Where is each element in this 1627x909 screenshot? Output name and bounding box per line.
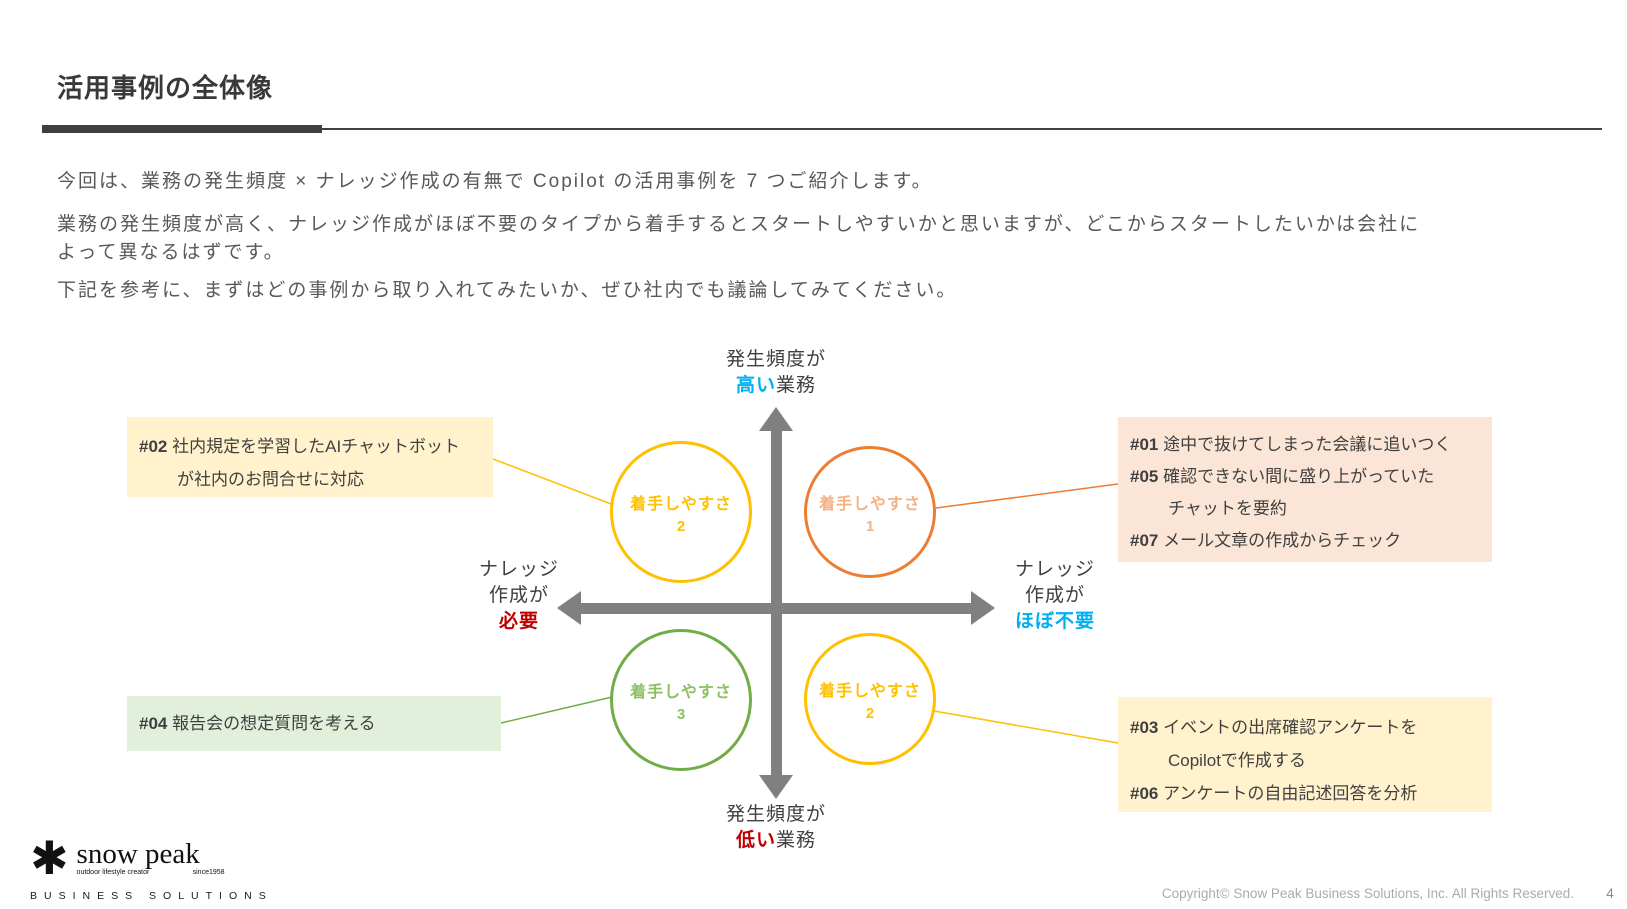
case-text: イベントの出席確認アンケートを — [1163, 718, 1418, 737]
arrow-down-icon — [759, 775, 793, 799]
axis-label-knowledge-not-required: ナレッジ 作成が ほぼ不要 — [990, 557, 1120, 635]
copyright-text: Copyright© Snow Peak Business Solutions,… — [1161, 886, 1574, 901]
case-text: 報告会の想定質問を考える — [172, 714, 376, 733]
connector-top-right — [935, 483, 1119, 509]
title-underline — [42, 125, 1602, 133]
axis-top-prefix: 発生頻度が — [725, 349, 826, 370]
ease-circle-top-right: 着手しやすさ 1 — [804, 446, 936, 578]
axis-bottom-suffix: 業務 — [776, 830, 817, 851]
title-underline-thick — [42, 125, 322, 133]
callout-bottom-left: #04 報告会の想定質問を考える — [127, 696, 501, 751]
ease-circle-label: 着手しやすさ — [630, 683, 732, 701]
callout-row-continuation: が社内のお問合せに対応 — [139, 463, 481, 496]
brand-tagline: outdoor lifestyle creator — [76, 869, 150, 876]
axis-left-line2: 作成が — [488, 585, 549, 606]
brand-subrow: outdoor lifestyle creator since1958 — [77, 869, 225, 876]
callout-row: #06 アンケートの自由記述回答を分析 — [1130, 777, 1482, 810]
case-text: メール文章の作成からチェック — [1163, 531, 1402, 550]
division-label: BUSINESS SOLUTIONS — [30, 890, 273, 902]
title-underline-thin — [42, 128, 1602, 130]
connector-bottom-left — [500, 696, 613, 724]
callout-row: #02 社内規定を学習したAIチャットボット — [139, 430, 481, 463]
snowpeak-logo: ✱ snow peak outdoor lifestyle creator si… — [30, 831, 225, 885]
page-number: 4 — [1606, 886, 1614, 901]
case-text: Copilotで作成する — [1168, 751, 1306, 770]
ease-circle-score: 3 — [676, 705, 686, 723]
axis-top-highlight: 高い — [735, 375, 776, 396]
ease-circle-label: 着手しやすさ — [819, 495, 921, 513]
case-tag: #02 — [139, 437, 168, 456]
callout-row: #04 報告会の想定質問を考える — [139, 707, 376, 740]
arrow-right-icon — [971, 591, 995, 625]
ease-circle-bottom-right: 着手しやすさ 2 — [804, 633, 936, 765]
axis-bottom-prefix: 発生頻度が — [725, 804, 826, 825]
ease-circle-score: 1 — [865, 517, 875, 535]
connector-bottom-right — [933, 710, 1119, 744]
axis-right-line2: 作成が — [1024, 585, 1085, 606]
ease-circle-bottom-left: 着手しやすさ 3 — [610, 629, 752, 771]
page-title: 活用事例の全体像 — [57, 73, 274, 103]
axis-label-frequency-high: 発生頻度が 高い業務 — [696, 347, 856, 399]
case-tag: #05 — [1130, 467, 1159, 486]
intro-paragraph-3: 下記を参考に、まずはどの事例から取り入れてみたいか、ぜひ社内でも議論してみてくだ… — [57, 280, 958, 301]
callout-top-left: #02 社内規定を学習したAIチャットボット が社内のお問合せに対応 — [127, 417, 493, 497]
axis-label-frequency-low: 発生頻度が 低い業務 — [696, 802, 856, 854]
axis-arrow-horizontal — [580, 603, 972, 614]
ease-circle-label: 着手しやすさ — [819, 682, 921, 700]
arrow-left-icon — [557, 591, 581, 625]
arrow-up-icon — [759, 407, 793, 431]
case-text: 社内規定を学習したAIチャットボット — [172, 437, 461, 456]
callout-row-continuation: チャットを要約 — [1130, 493, 1482, 525]
brand-since: since1958 — [192, 869, 225, 876]
case-tag: #04 — [139, 714, 168, 733]
callout-row: #01 途中で抜けてしまった会議に追いつく — [1130, 429, 1482, 461]
callout-bottom-right: #03 イベントの出席確認アンケートを Copilotで作成する #06 アンケ… — [1118, 697, 1492, 812]
callout-top-right: #01 途中で抜けてしまった会議に追いつく #05 確認できない間に盛り上がって… — [1118, 417, 1492, 562]
ease-circle-score: 2 — [865, 704, 875, 722]
axis-label-knowledge-required: ナレッジ 作成が 必要 — [454, 557, 584, 635]
case-text: が社内のお問合せに対応 — [177, 470, 364, 489]
intro-paragraph-2: 業務の発生頻度が高く、ナレッジ作成がほぼ不要のタイプから着手するとスタートしやす… — [57, 214, 1421, 263]
brand-name: snow peak — [76, 838, 200, 870]
ease-circle-top-left: 着手しやすさ 2 — [610, 441, 752, 583]
case-text: チャットを要約 — [1168, 499, 1287, 518]
axis-left-highlight: 必要 — [498, 611, 539, 632]
case-text: 途中で抜けてしまった会議に追いつく — [1163, 435, 1452, 454]
case-tag: #06 — [1130, 784, 1159, 803]
case-tag: #03 — [1130, 718, 1159, 737]
intro-paragraph-1: 今回は、業務の発生頻度 × ナレッジ作成の有無で Copilot の活用事例を … — [57, 171, 933, 192]
ease-circle-label: 着手しやすさ — [630, 495, 732, 513]
case-text: 確認できない間に盛り上がっていた — [1163, 467, 1435, 486]
axis-right-line1: ナレッジ — [1014, 559, 1095, 580]
snowpeak-logo-text: snow peak outdoor lifestyle creator sinc… — [76, 838, 225, 877]
callout-row: #05 確認できない間に盛り上がっていた — [1130, 461, 1482, 493]
axis-top-suffix: 業務 — [776, 375, 817, 396]
connector-top-left — [492, 458, 612, 505]
callout-row-continuation: Copilotで作成する — [1130, 744, 1482, 777]
case-tag: #07 — [1130, 531, 1159, 550]
case-text: アンケートの自由記述回答を分析 — [1163, 784, 1418, 803]
axis-right-highlight: ほぼ不要 — [1014, 611, 1095, 632]
axis-bottom-highlight: 低い — [735, 830, 776, 851]
callout-row: #07 メール文章の作成からチェック — [1130, 525, 1482, 557]
ease-circle-score: 2 — [676, 517, 686, 535]
case-tag: #01 — [1130, 435, 1159, 454]
axis-left-line1: ナレッジ — [478, 559, 559, 580]
snowpeak-asterisk-icon: ✱ — [30, 831, 69, 885]
callout-row: #03 イベントの出席確認アンケートを — [1130, 711, 1482, 744]
